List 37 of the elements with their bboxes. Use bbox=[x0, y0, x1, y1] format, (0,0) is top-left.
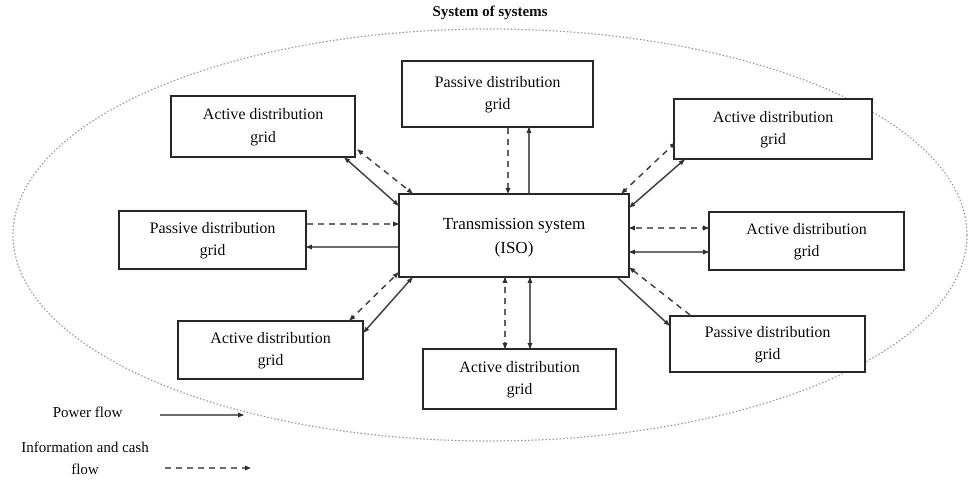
arrow bbox=[363, 277, 413, 333]
grid-box bbox=[673, 98, 873, 160]
dashed-arrow bbox=[621, 142, 676, 194]
dashed-arrow bbox=[629, 226, 709, 230]
dashed-arrow bbox=[629, 267, 690, 316]
box-label: Active distribution grid bbox=[202, 105, 324, 148]
box-label: Passive distribution grid bbox=[434, 72, 562, 115]
box-label: Active distribution grid bbox=[745, 220, 868, 262]
arrow bbox=[528, 277, 532, 349]
group-heading: System of systems bbox=[432, 4, 548, 21]
box-label: Active distribution grid bbox=[712, 108, 834, 150]
dashed-arrow bbox=[307, 222, 399, 226]
dashed-arrow bbox=[349, 272, 399, 321]
legend-label: Power flow bbox=[52, 404, 124, 423]
grid-box bbox=[401, 60, 594, 128]
box-label: Transmission system (ISO) bbox=[442, 212, 586, 258]
box-label: Active distribution grid bbox=[209, 328, 332, 371]
arrow bbox=[629, 250, 709, 254]
grid-box bbox=[118, 210, 307, 270]
system-box bbox=[398, 193, 630, 278]
grid-box bbox=[177, 320, 364, 380]
dashed-arrow bbox=[357, 149, 413, 194]
box-label: Passive distribution grid bbox=[148, 218, 276, 261]
arrow bbox=[344, 157, 399, 206]
arrow bbox=[306, 244, 398, 250]
box-label: Passive distribution grid bbox=[704, 322, 832, 365]
grid-box bbox=[422, 348, 617, 410]
arrow bbox=[629, 159, 685, 208]
arrow bbox=[526, 127, 532, 193]
grid-box bbox=[669, 315, 866, 373]
dashed-arrow bbox=[502, 277, 508, 349]
grid-box bbox=[708, 211, 905, 271]
grid-box bbox=[170, 95, 356, 158]
dashed-arrow bbox=[506, 128, 510, 194]
arrow bbox=[617, 277, 670, 326]
legend-label: Information and cash flow bbox=[20, 439, 150, 480]
box-label: Active distribution grid bbox=[458, 358, 581, 400]
